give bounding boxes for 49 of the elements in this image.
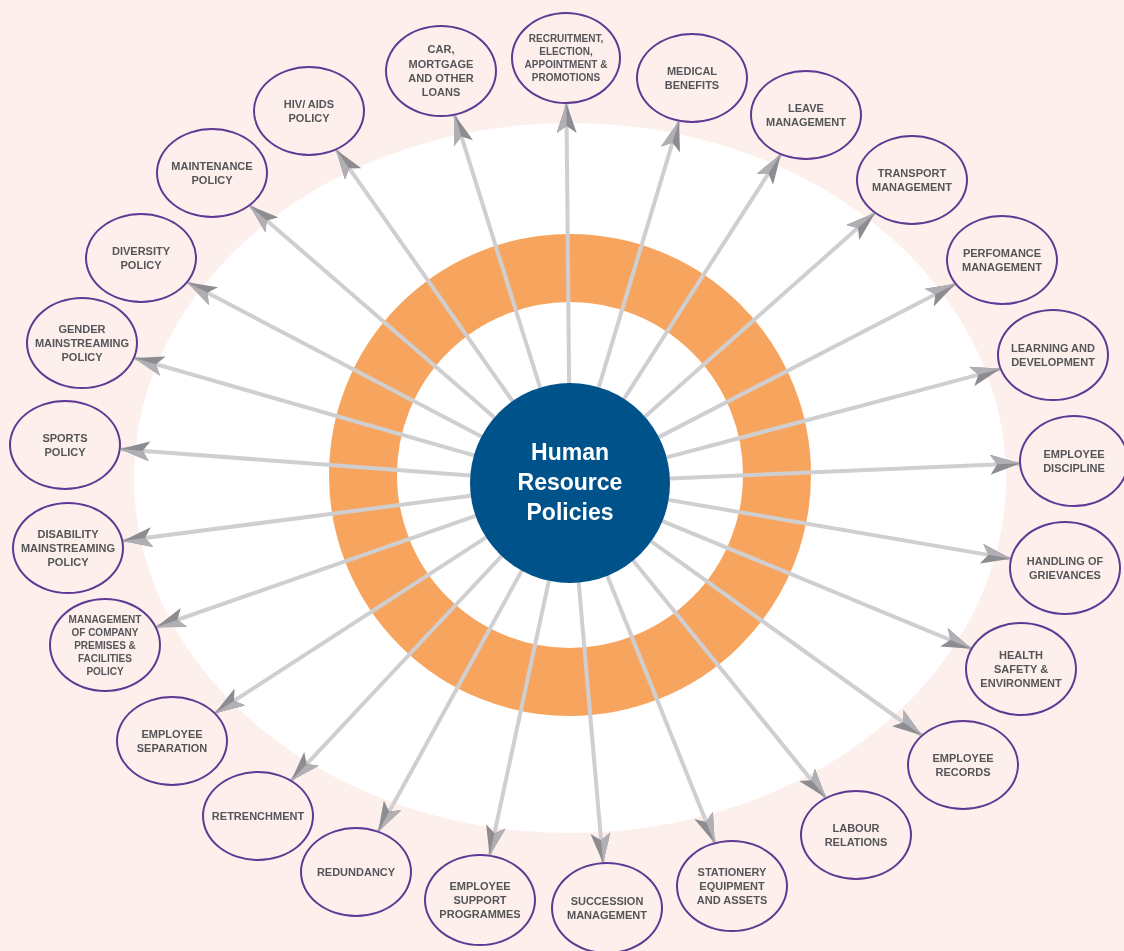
- policy-circle: LABOUR RELATIONS: [800, 790, 912, 880]
- arrow: [643, 211, 876, 419]
- arrow: [661, 519, 972, 651]
- arrow: [453, 114, 542, 389]
- policy-circle: SUCCESSION MANAGEMENT: [551, 862, 663, 951]
- policy-circle: RECRUITMENT, ELECTION, APPOINTMENT & PROMOTIONS: [511, 12, 621, 104]
- policy-circle: MEDICAL BENEFITS: [636, 33, 748, 123]
- arrow: [186, 280, 483, 439]
- arrow: [556, 103, 577, 384]
- policy-circle: MAINTENANCE POLICY: [156, 128, 268, 218]
- policy-circle: LEARNING AND DEVELOPMENT: [997, 309, 1109, 401]
- policy-circle: DISABILITY MAINSTREAMING POLICY: [12, 502, 124, 594]
- policy-circle: CAR, MORTGAGE AND OTHER LOANS: [385, 25, 497, 117]
- arrow: [596, 120, 681, 388]
- policy-circle: HIV/ AIDS POLICY: [253, 66, 365, 156]
- arrow: [666, 366, 1001, 460]
- arrow: [631, 559, 827, 799]
- policy-circle: MANAGEMENT OF COMPANY PREMISES & FACILITIES POLICY: [49, 598, 161, 692]
- policy-circle: GENDER MAINSTREAMING POLICY: [26, 297, 138, 389]
- policy-circle: STATIONERY EQUIPMENT AND ASSETS: [676, 840, 788, 932]
- policy-circle: DIVERSITY POLICY: [85, 213, 197, 303]
- arrow: [376, 569, 524, 832]
- policy-circle: SPORTS POLICY: [9, 400, 121, 490]
- arrow: [669, 454, 1021, 481]
- policy-circle: HEALTH SAFETY & ENVIRONMENT: [965, 622, 1077, 716]
- arrow: [248, 204, 496, 419]
- arrow: [290, 554, 504, 782]
- policy-circle: RETRENCHMENT: [202, 771, 314, 861]
- policy-circle: EMPLOYEE DISCIPLINE: [1019, 415, 1124, 507]
- arrow: [605, 575, 717, 844]
- arrow: [668, 497, 1012, 564]
- policy-circle: EMPLOYEE RECORDS: [907, 720, 1019, 810]
- arrow: [133, 356, 475, 458]
- arrow: [214, 535, 488, 715]
- policy-circle: TRANSPORT MANAGEMENT: [856, 135, 968, 225]
- policy-circle: LEAVE MANAGEMENT: [750, 70, 862, 160]
- arrow: [650, 539, 923, 737]
- policy-circle: PERFOMANCE MANAGEMENT: [946, 215, 1058, 305]
- policy-circle: EMPLOYEE SUPPORT PROGRAMMES: [424, 854, 536, 946]
- arrow: [155, 514, 477, 629]
- arrow: [658, 282, 956, 439]
- arrow: [122, 493, 472, 547]
- arrow: [334, 149, 515, 403]
- arrow: [486, 580, 551, 856]
- policy-circle: REDUNDANCY: [300, 827, 412, 917]
- policy-circle: EMPLOYEE SEPARATION: [116, 696, 228, 786]
- arrow: [576, 582, 611, 864]
- policy-circle: HANDLING OF GRIEVANCES: [1009, 521, 1121, 615]
- arrow: [119, 441, 471, 478]
